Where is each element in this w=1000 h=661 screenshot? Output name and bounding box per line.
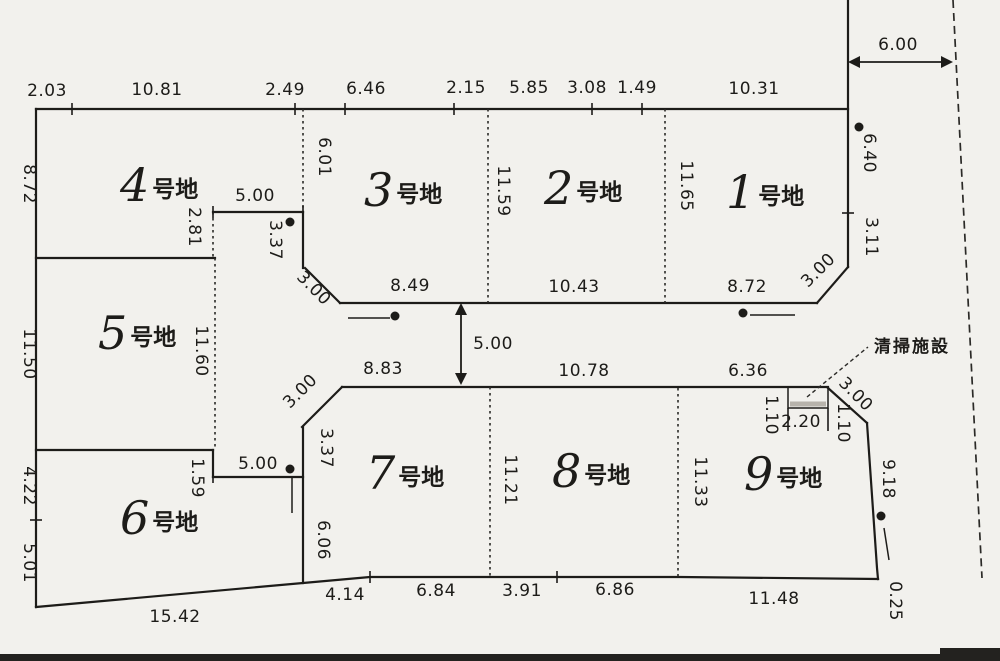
dimension-label: 3.08	[567, 78, 607, 98]
dimension-label: 5.85	[509, 78, 549, 98]
survey-marker-dot	[285, 217, 295, 227]
dimension-label: 1.10	[833, 403, 853, 443]
lot-number: 8	[552, 444, 581, 498]
measurement-ticks	[30, 103, 854, 583]
dimension-label: 8.72	[19, 164, 39, 204]
dimension-label: 11.50	[19, 328, 39, 379]
dimension-label: 3.00	[292, 267, 334, 309]
dimension-label: 10.81	[131, 80, 182, 100]
dimension-label: 10.78	[558, 361, 609, 381]
lot-number: 2	[543, 161, 573, 215]
dimension-label: 6.06	[313, 520, 333, 560]
road-edge-line	[952, 0, 983, 579]
dimension-label: 11.21	[500, 454, 520, 505]
dimension-label: 8.49	[390, 276, 430, 296]
lot-suffix: 号地	[398, 465, 444, 491]
dimension-label: 10.31	[728, 79, 779, 99]
scan-artifact-band	[0, 648, 1000, 661]
dimension-label: 1.49	[617, 78, 657, 98]
dimension-label: 11.59	[493, 165, 513, 216]
dimension-label: 8.83	[363, 359, 403, 379]
dimension-label: 6.36	[728, 361, 768, 381]
road-width-arrows	[455, 56, 953, 385]
arrowhead-left	[848, 56, 860, 68]
dimension-label: 4.14	[325, 585, 365, 605]
lot-number: 7	[366, 446, 396, 500]
dimension-label: 2.20	[781, 412, 821, 432]
lot-number: 4	[119, 158, 149, 212]
dimension-label: 3.37	[265, 220, 285, 260]
lot-suffix: 号地	[584, 463, 630, 489]
dimension-label: 4.22	[19, 466, 39, 506]
dimension-label: 6.84	[416, 581, 456, 601]
survey-marker-dot	[390, 311, 400, 321]
lot-number: 3	[364, 163, 393, 217]
dimension-label: 2.81	[184, 207, 204, 247]
lot-number: 1	[726, 165, 755, 219]
dimension-label: 2.03	[27, 81, 67, 101]
lot-number: 5	[98, 306, 127, 360]
boundary-lines	[34, 0, 880, 609]
survey-marker-dot	[285, 464, 295, 474]
lot-suffix: 号地	[130, 325, 176, 351]
dimension-label: 1.59	[187, 458, 207, 498]
internal-lot-boundaries	[212, 109, 679, 578]
lot-suffix: 号地	[152, 510, 198, 536]
dimension-label: 3.00	[279, 370, 321, 412]
marker-leader-lines	[291, 314, 890, 561]
dimension-label: 3.37	[316, 428, 336, 468]
dimension-label: 6.01	[314, 137, 334, 177]
survey-marker-dot	[854, 122, 864, 132]
dimension-label: 6.46	[346, 79, 386, 99]
arrowhead-right	[941, 56, 953, 68]
dimension-label: 8.72	[727, 277, 767, 297]
arrowhead-up	[455, 303, 467, 315]
dimension-label: 5.00	[235, 186, 275, 206]
lot-suffix: 号地	[758, 184, 804, 210]
dimension-label: 10.43	[548, 277, 599, 297]
dimension-label: 11.33	[690, 456, 710, 507]
dimension-label: 15.42	[149, 607, 200, 627]
survey-marker-dot	[738, 308, 748, 318]
dimension-label: 6.40	[859, 133, 879, 173]
lot-number: 6	[120, 491, 149, 545]
lot-number: 9	[744, 447, 773, 501]
dimension-label: 0.25	[885, 581, 905, 621]
dimension-label: 2.49	[265, 80, 305, 100]
facility-label: 清掃施設	[874, 336, 950, 357]
survey-marker-dot	[876, 511, 886, 521]
dimension-label: 11.48	[748, 589, 799, 609]
lot-suffix: 号地	[152, 177, 198, 203]
dimension-label: 11.60	[191, 325, 211, 376]
dimension-label: 5.00	[238, 454, 278, 474]
lot-suffix: 号地	[396, 182, 442, 208]
dimension-label: 1.10	[761, 395, 781, 435]
lot-suffix: 号地	[576, 180, 622, 206]
dimension-label: 2.15	[446, 78, 486, 98]
dimension-label: 3.11	[861, 217, 881, 257]
dimension-label: 9.18	[878, 459, 898, 499]
dimension-label: 5.01	[19, 543, 39, 583]
dimension-label: 6.86	[595, 580, 635, 600]
facility-rect	[787, 388, 829, 431]
dimension-label: 11.65	[676, 160, 696, 211]
dimension-label: 6.00	[878, 35, 918, 55]
arrowhead-down	[455, 373, 467, 385]
dimension-label: 3.91	[502, 581, 542, 601]
dimension-label: 5.00	[473, 334, 513, 354]
lot-suffix: 号地	[776, 466, 822, 492]
